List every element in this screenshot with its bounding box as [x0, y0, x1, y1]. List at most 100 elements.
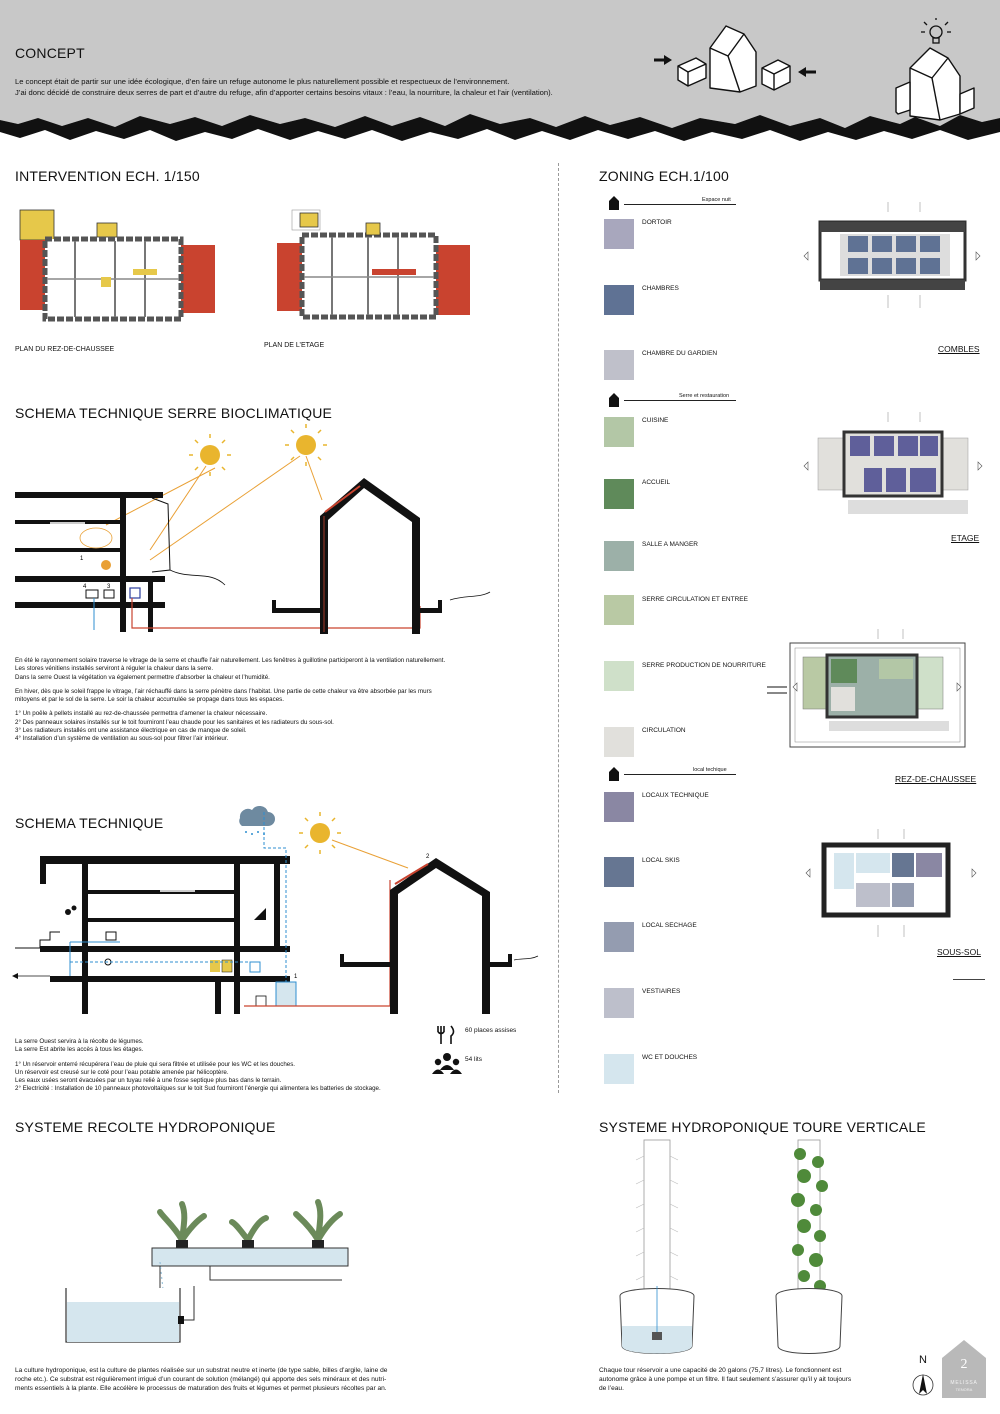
north-label: N — [919, 1354, 927, 1366]
zone-label-circulation: CIRCULATION — [642, 727, 686, 734]
separator-line — [624, 400, 736, 401]
places-label: 60 places assises — [465, 1027, 517, 1034]
sun-icon — [189, 434, 231, 476]
technique-p2-line: Un réservoir est creusé sur le coté pour… — [15, 1068, 229, 1076]
battery-icon — [210, 960, 220, 972]
zone-label-cuisine: CUISINE — [642, 417, 669, 424]
swatch-local-sechage — [604, 922, 634, 952]
separator-line — [624, 204, 736, 205]
label-4: 4 — [83, 584, 87, 590]
swatch-dortoir — [604, 219, 634, 249]
swatch-salle-a-manger — [604, 541, 634, 571]
arrow-right-icon — [654, 55, 672, 65]
level-label-etage: ETAGE — [951, 533, 980, 543]
sun-icon — [285, 424, 327, 466]
group-label-nuit: Espace nuit — [702, 197, 731, 203]
serre-p1-line: Les stores vénitiens installés serviront… — [15, 665, 214, 673]
serre-section-drawing: 1 4 3 2 — [15, 424, 491, 634]
hydro-text: La culture hydroponique, est la culture … — [15, 1367, 387, 1393]
hydro-drawing — [65, 1199, 349, 1343]
intervention-title: INTERVENTION ECH. 1/150 — [15, 168, 200, 184]
zone-label-salle-a-manger: SALLE A MANGER — [642, 541, 698, 548]
page-number: 2 — [961, 1357, 968, 1372]
zone-label-dortoir: DORTOIR — [642, 219, 672, 226]
technique-p1-line: La serre Est abrite les accès à tous les… — [15, 1046, 144, 1054]
house-icon — [609, 196, 619, 210]
tower-title: SYSTEME HYDROPONIQUE TOURE VERTICALE — [599, 1119, 926, 1135]
radiator — [103, 589, 115, 599]
swatch-wc-douches — [604, 1054, 634, 1084]
cutlery-icon — [437, 1025, 455, 1044]
swatch-locaux-technique — [604, 792, 634, 822]
zone-label-serre-circulation: SERRE CIRCULATION ET ENTREE — [642, 596, 748, 603]
serre-title: SCHEMA TECHNIQUE SERRE BIOCLIMATIQUE — [15, 405, 333, 421]
lits-label: 54 lits — [465, 1056, 482, 1063]
serre-text: En été le rayonnement solaire traverse l… — [15, 657, 445, 743]
zone-label-vestiaires: VESTIAIRES — [642, 988, 681, 995]
tower-empty — [619, 1139, 695, 1354]
technique-p1-line: La serre Ouest servira à la récolte de l… — [15, 1038, 144, 1045]
label-1: 1 — [294, 974, 298, 980]
serre-p3-line: 2° Des panneaux solaires installés sur l… — [15, 718, 334, 726]
technique-p2-line: Les eaux usées seront évacuées par un tu… — [15, 1077, 282, 1084]
house-icon — [609, 393, 619, 407]
ventilation-unit — [85, 589, 99, 599]
swatch-serre-production — [604, 661, 634, 691]
serre-p3-line: 1° Un poêle à pellets installé au rez-de… — [15, 710, 268, 718]
label-2: 2 — [426, 854, 430, 860]
swatch-vestiaires — [604, 988, 634, 1018]
scale-bar — [953, 979, 985, 980]
author-first: MELISSA — [950, 1380, 977, 1386]
zone-label-locaux-technique: LOCAUX TECHNIQUE — [642, 792, 709, 799]
swatch-chambres — [604, 285, 634, 315]
level-label-combles: COMBLES — [938, 344, 980, 354]
tower-line: de l’eau. — [599, 1384, 624, 1392]
plan-rdc-drawing — [19, 209, 215, 322]
technique-text: La serre Ouest servira à la récolte de l… — [15, 1038, 381, 1094]
house-volumes — [677, 25, 791, 93]
plan-etage-label: PLAN DE L’ETAGE — [264, 342, 325, 349]
hydro-title: SYSTEME RECOLTE HYDROPONIQUE — [15, 1119, 276, 1135]
zone-label-accueil: ACCUEIL — [642, 479, 671, 486]
plan-rdc-label: PLAN DU REZ-DE-CHAUSSEE — [15, 346, 115, 353]
technique-section-drawing: 1 2 — [12, 805, 539, 1014]
stairs-icon — [254, 908, 266, 920]
lightbulb-icon — [921, 18, 951, 44]
plant-icon — [65, 905, 77, 915]
zone-label-wc-douches: WC ET DOUCHES — [642, 1054, 698, 1061]
separator-line — [624, 774, 736, 775]
plan-rdc-zoning — [767, 629, 966, 748]
tower-drawing — [619, 1139, 843, 1354]
rain-tank — [275, 981, 297, 1007]
concept-line-1: Le concept était de partir sur une idée … — [15, 77, 510, 86]
serre-p3-line: 4° Installation d’un système de ventilat… — [15, 735, 229, 742]
hydro-line: roche etc.). Ce substrat est régulièreme… — [15, 1375, 387, 1383]
concept-line-2: J’ai donc décidé de construire deux serr… — [15, 87, 553, 97]
level-label-rdc: REZ-DE-CHAUSSEE — [895, 774, 977, 784]
concept-band — [0, 0, 1000, 141]
group-label-tech: local techique — [693, 767, 727, 773]
stove-icon — [101, 560, 111, 570]
swatch-cuisine — [604, 417, 634, 447]
house-combined — [895, 47, 975, 121]
water-tank — [129, 587, 141, 599]
swatch-serre-circulation — [604, 595, 634, 625]
swatch-local-skis — [604, 857, 634, 887]
plant-icon — [293, 1199, 343, 1254]
serre-p2-line: En hiver, dès que le soleil frappe le vi… — [15, 687, 432, 695]
zone-label-chambres: CHAMBRES — [642, 285, 679, 292]
zone-label-local-sechage: LOCAL SECHAGE — [642, 922, 697, 929]
technique-p2-line: 1° Un réservoir enterré récupérera l’eau… — [15, 1060, 296, 1068]
zoning-title: ZONING ECH.1/100 — [599, 168, 730, 184]
plan-combles — [803, 202, 981, 308]
hydro-line: ments essentiels à la plante. Elle accél… — [15, 1384, 387, 1392]
electric-icon — [221, 959, 233, 973]
serre-p1-line: Dans la serre Ouest la végétation va éga… — [15, 673, 270, 681]
author-last: TENORA — [956, 1387, 973, 1392]
north-arrow-icon — [912, 1374, 934, 1396]
swatch-accueil — [604, 479, 634, 509]
tower-line: Chaque tour réservoir a une capacité de … — [599, 1367, 842, 1374]
toilet-icon — [105, 931, 117, 941]
plant-icon — [229, 1215, 269, 1254]
label-3: 3 — [107, 584, 111, 590]
